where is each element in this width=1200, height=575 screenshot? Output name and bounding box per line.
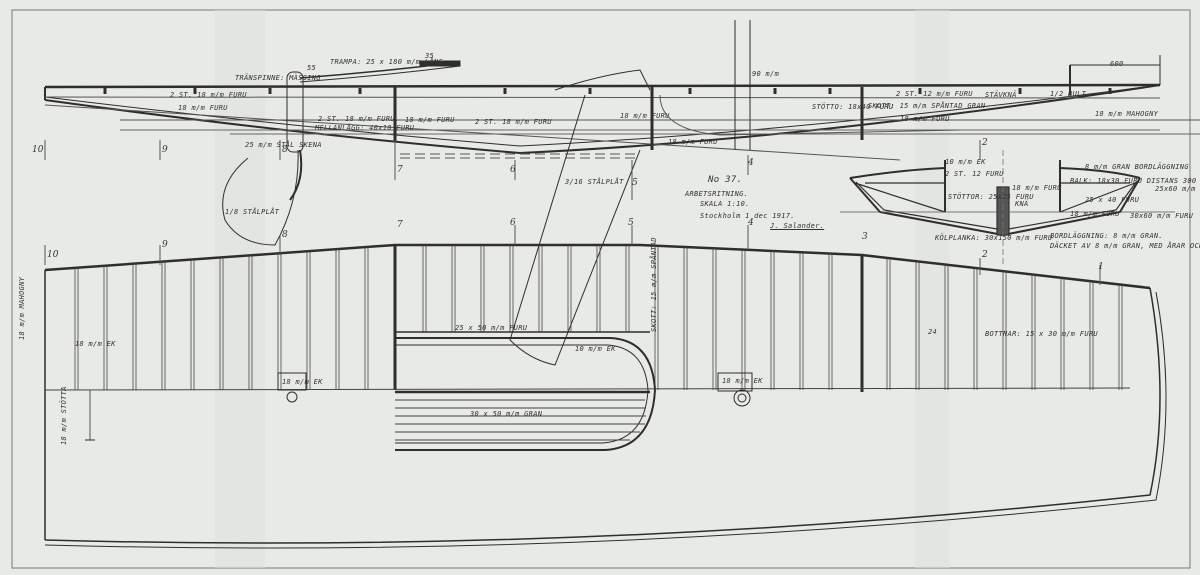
side-profile — [44, 20, 1200, 366]
station-9: 9 — [162, 145, 168, 155]
plan-station-9: 9 — [162, 240, 168, 250]
label-chine: 30x60 m/m FURU — [1130, 212, 1194, 220]
label-knee: KNÄ — [1015, 200, 1029, 208]
label-coaming: 10 m/m EK — [945, 158, 986, 166]
label-spacing: 24 — [928, 328, 938, 336]
keel-line — [44, 84, 1161, 155]
drawing-signature: J. Salander. — [770, 222, 825, 230]
frames — [74, 245, 1123, 390]
label-keel-aft: 18 m/m FURU — [178, 104, 228, 112]
label-wale-aft: 2 ST. 18 m/m FURU — [170, 91, 247, 99]
label-carling: 25 x 50 m/m FURU — [455, 324, 528, 332]
drawing-scale: SKALA 1:10. — [700, 200, 750, 208]
label-keelson: KÖLPLANKA: 30x150 m/m FURU — [935, 234, 1053, 242]
label-stanchions: STÖTTOR: 25x25 FURU — [948, 193, 1034, 201]
label-aft-deck: 18 m/m EK — [75, 340, 116, 348]
station-4: 4 — [748, 158, 754, 168]
label-mast-step: 18 m/m EK — [722, 377, 763, 385]
label-filler: MELLANLÄGG: 40x10 FURU — [315, 124, 415, 132]
label-frames: BOTTNAR: 15 x 30 m/m FURU — [985, 330, 1098, 338]
plan-station-8: 8 — [282, 230, 288, 240]
label-stem-knee: STÄVKNÄ — [985, 91, 1017, 99]
plan-station-3: 3 — [862, 232, 868, 242]
plan-station-7: 7 — [397, 220, 403, 230]
plan-outline — [44, 287, 1161, 544]
label-floorboards: 30 x 50 m/m GRAN — [470, 410, 543, 418]
label-stem: 18 m/m MAHOGNY — [1095, 110, 1159, 118]
label-beams: BALK: 18x30 FURU DISTANS 300 m/m — [1070, 177, 1200, 185]
label-mast: 90 m/m — [752, 70, 780, 78]
plan-station-10: 10 — [47, 250, 59, 260]
label-stanchion: 18 m/m STÖTTA — [60, 386, 68, 445]
sheet-border — [11, 9, 1191, 569]
plan-sheer — [44, 243, 1151, 290]
drawing-number: No 37. — [708, 175, 743, 185]
label-rudder-head: TRÄNSPINNE: MÄSSING — [235, 74, 321, 82]
station-6: 6 — [510, 165, 516, 175]
label-keel-fwd: 18 m/m FURU — [900, 115, 950, 123]
label-block: 2 ST. 18 m/m FURU. — [318, 115, 400, 123]
plan-station-5: 5 — [628, 218, 634, 228]
station-10: 10 — [32, 145, 44, 155]
label-wale-fwd: 2 ST. 12 m/m FURU — [896, 90, 973, 98]
label-dim-b: 35 — [425, 52, 435, 60]
drawing-place-date: Stockholm 1 dec 1917. — [700, 212, 795, 220]
rudder-blade — [222, 149, 299, 246]
midship-section — [840, 150, 1175, 265]
label-bulkhead-plan: SKOTT: 15 m/m SPÅNTAD — [650, 237, 658, 332]
station-5: 5 — [632, 178, 638, 188]
station-8: 8 — [282, 145, 288, 155]
centerboard — [509, 94, 641, 366]
deck-beams — [103, 88, 1112, 94]
label-bulkhead: SKOTT: 15 m/m SPÅNTAD GRAN — [868, 102, 986, 110]
label-cb-post: 18 m/m FURU — [668, 138, 718, 146]
sheer-line — [44, 83, 1161, 89]
station-7: 7 — [397, 165, 403, 175]
label-deck-note: DÄCKET AV 8 m/m GRAN, MED ÅRAR OCH SKOLL… — [1050, 242, 1200, 250]
label-support: STÖTTO: 18x40 FURU — [812, 103, 894, 111]
label-rudder-plate: 25 m/m STÅL SKENA — [245, 141, 322, 149]
label-dim-600: 600 — [1110, 60, 1124, 68]
plan-station-6: 6 — [510, 218, 516, 228]
label-cb-case: 18 m/m FURU — [1012, 184, 1062, 192]
label-aft-hatch: 18 m/m EK — [282, 378, 323, 386]
deck-plan — [44, 225, 1167, 549]
label-rudder-blade: 1/8 STÅLPLÅT — [225, 208, 280, 216]
drawing-kind: ARBETSRITNING. — [685, 190, 749, 198]
label-frame-7: 18 m/m FURU — [405, 116, 455, 124]
plan-station-1: 1 — [1098, 262, 1104, 272]
label-transom: 18 m/m MAHOGNY — [18, 276, 26, 340]
label-bow-block: 18 m/m FURU — [620, 112, 670, 120]
label-planking: BORDLÄGGNING: 8 m/m GRAN. — [1050, 232, 1163, 240]
station-2: 2 — [982, 138, 988, 148]
label-sheer: 25x60 m/m FURU — [1155, 185, 1200, 193]
label-dim-a: 55 — [307, 64, 317, 72]
label-mid: 2 ST. 18 m/m FURU — [475, 118, 552, 126]
label-bow-fitting: 1/2 BULT — [1050, 90, 1087, 98]
cockpit-coaming — [395, 337, 657, 451]
plan-station-2: 2 — [982, 250, 988, 260]
label-bilge: 18 m/m FURU — [1070, 210, 1120, 218]
label-coaming-end: 10 m/m EK — [575, 345, 616, 353]
label-deck: 8 m/m GRAN BORDLÄGGNING — [1085, 163, 1189, 171]
label-tiller: TRAMPA: 25 x 180 m/m LÅNG — [330, 58, 443, 66]
label-coaming-support: 2 ST. 12 FURU — [945, 170, 1004, 178]
label-diag: 25 x 40 FURU — [1085, 196, 1140, 204]
plan-station-4: 4 — [748, 218, 754, 228]
label-centerboard: 3/16 STÅLPLÅT — [565, 178, 624, 186]
